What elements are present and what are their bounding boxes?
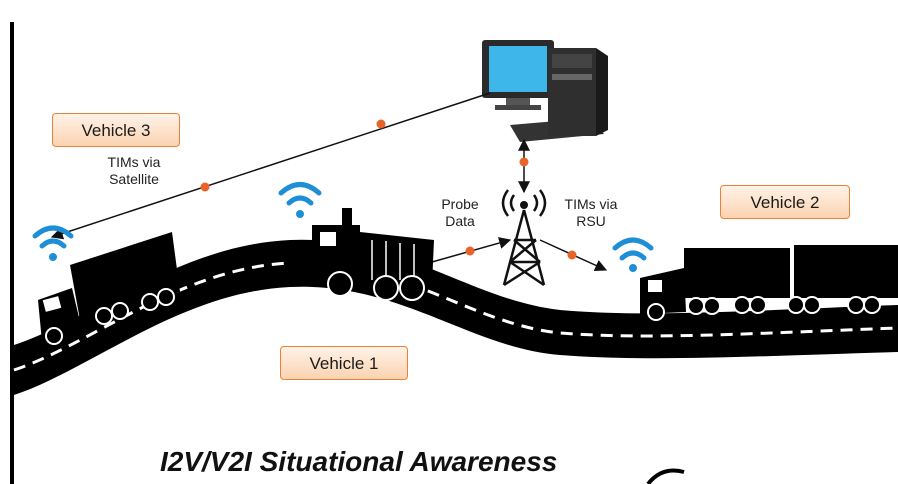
probe-data-line1: Probe [441,196,479,212]
logo-fragment-icon [646,468,685,484]
wifi-icon [612,237,654,261]
wifi-icon [49,253,57,261]
diagram-caption: I2V/V2I Situational Awareness [160,446,558,477]
tims-satellite-label: TIMs via Satellite [92,154,176,188]
road [13,239,898,395]
wifi-icon [296,210,304,218]
computer-icon [482,40,608,142]
tims-satellite-line1: TIMs via [107,154,161,170]
radio-tower-icon [501,189,547,287]
probe-data-label: Probe Data [432,196,488,230]
tims-rsu-label: TIMs via RSU [556,196,626,230]
probe-data-line2: Data [445,213,475,229]
tims-rsu-line1: TIMs via [564,196,618,212]
wifi-icon [278,182,322,206]
wifi-icon [32,225,74,249]
semi-truck-icon [38,232,180,345]
link-dots [200,119,577,260]
wifi-icon [629,264,637,272]
tower-top-icon [520,201,528,209]
semi-truck-icon [640,245,898,321]
vehicle-3-badge: Vehicle 3 [52,113,180,147]
left-border [10,22,14,484]
tims-rsu-line2: RSU [576,213,606,229]
satellite-link [50,92,491,240]
snowplow-icon [290,208,434,301]
vehicle-2-badge: Vehicle 2 [720,185,850,219]
vehicle-1-badge: Vehicle 1 [280,346,408,380]
tims-satellite-line2: Satellite [109,171,159,187]
